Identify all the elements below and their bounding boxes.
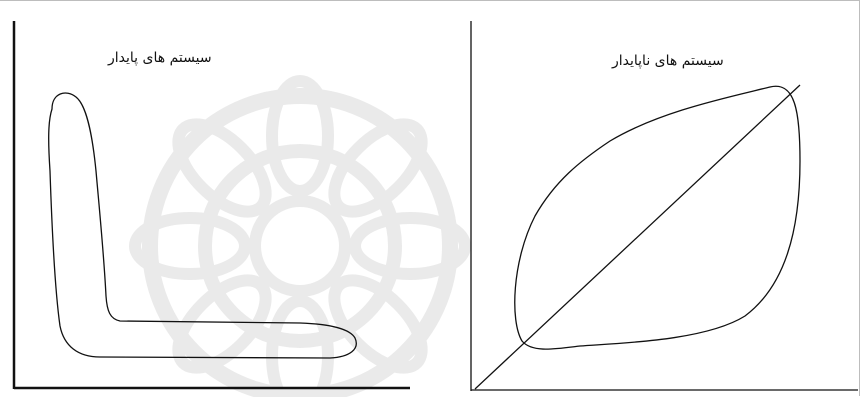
watermark-rosette-icon (135, 81, 465, 397)
left-panel-title: سیستم های پایدار (108, 50, 212, 66)
right-panel-title: سیستم های ناپایدار (612, 53, 724, 69)
